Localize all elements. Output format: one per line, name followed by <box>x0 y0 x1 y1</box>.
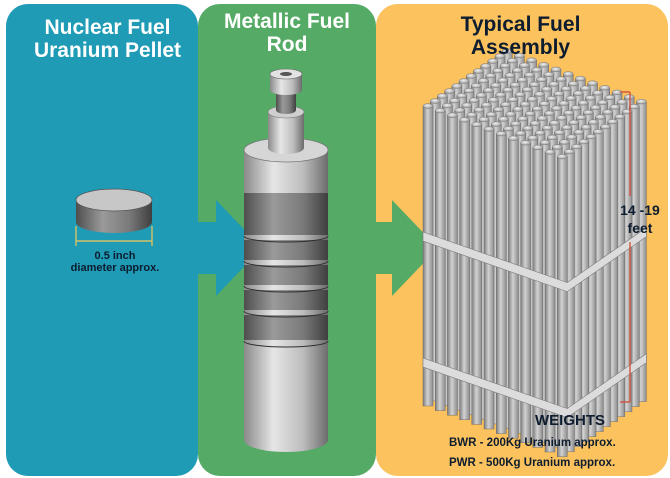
fuel-tube <box>435 107 446 411</box>
arrow-pellet-to-rod <box>196 200 262 296</box>
weights-bwr: BWR - 200Kg Uranium approx. <box>449 437 616 449</box>
weights-title: WEIGHTS <box>535 412 605 429</box>
rod-panel-title: Metallic Fuel Rod <box>223 10 351 56</box>
assembly-length-unit: feet <box>627 220 653 236</box>
pellet-dimension-caption: diameter approx. <box>70 262 160 274</box>
fuel-tube <box>508 135 519 439</box>
assembly-length-value: 14 -19 <box>620 202 660 218</box>
spacer-grid-band <box>422 353 647 418</box>
fuel-tube <box>483 126 495 430</box>
fuel-tube <box>544 149 556 453</box>
fuel-tube <box>520 140 531 444</box>
fuel-tube <box>532 144 543 448</box>
pellet-panel-title: Nuclear Fuel Uranium Pellet <box>33 16 182 62</box>
fuel-tube <box>496 131 507 434</box>
fuel-tube <box>422 103 434 407</box>
fuel-tube <box>471 121 482 425</box>
spacer-grid-band <box>422 227 647 292</box>
assembly-panel-title: Typical Fuel Assembly <box>460 13 581 59</box>
fuel-tube <box>459 117 470 421</box>
fuel-rod <box>243 68 329 452</box>
arrow-rod-to-assembly <box>374 200 438 296</box>
pellet-panel <box>6 4 198 476</box>
weights-pwr: PWR - 500Kg Uranium approx. <box>449 457 616 469</box>
fuel-assembly <box>422 48 647 457</box>
pellet-dimension-value: 0.5 inch <box>94 250 136 262</box>
length-bracket <box>620 91 631 403</box>
fuel-tube <box>557 154 568 457</box>
fuel-tube <box>447 112 458 416</box>
uranium-pellet <box>75 188 153 246</box>
